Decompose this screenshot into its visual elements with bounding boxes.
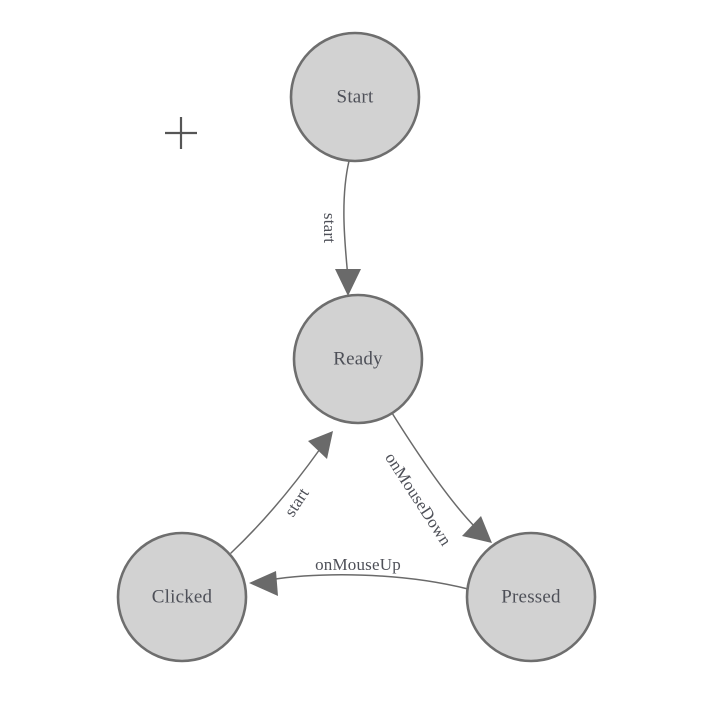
edge-line[interactable] [391,412,478,530]
node-pressed-circle[interactable] [465,531,597,663]
arrowhead-icon [249,571,278,596]
edge-clicked-to-ready[interactable]: start [230,431,333,554]
crosshair-icon [165,117,197,149]
node-clicked-circle[interactable] [116,531,248,663]
edge-line[interactable] [268,574,469,590]
edge-label-start-to-ready: start [320,213,339,243]
edge-label-clicked-start: start [280,484,312,520]
nodes-layer: Start Ready Clicked Pressed [116,31,597,663]
node-clicked[interactable]: Clicked [116,531,248,663]
node-ready-label: Ready [333,348,383,369]
arrowhead-icon [335,269,361,296]
edge-ready-to-pressed[interactable]: onMouseDown [381,412,492,549]
arrowhead-icon [462,516,492,543]
node-pressed-label: Pressed [501,586,561,607]
node-start[interactable]: Start [289,31,421,163]
edge-label-on-mouse-down: onMouseDown [381,449,455,549]
node-clicked-label: Clicked [152,586,213,607]
edge-start-to-ready[interactable]: start [320,160,361,296]
arrowhead-icon [308,431,333,459]
node-start-circle[interactable] [289,31,421,163]
node-ready[interactable]: Ready [292,293,424,425]
edge-label-on-mouse-up: onMouseUp [315,555,401,574]
node-ready-circle[interactable] [292,293,424,425]
edge-pressed-to-clicked[interactable]: onMouseUp [249,555,469,596]
node-start-label: Start [337,86,374,107]
node-pressed[interactable]: Pressed [465,531,597,663]
edge-line[interactable] [230,448,321,554]
edge-line[interactable] [343,160,350,279]
